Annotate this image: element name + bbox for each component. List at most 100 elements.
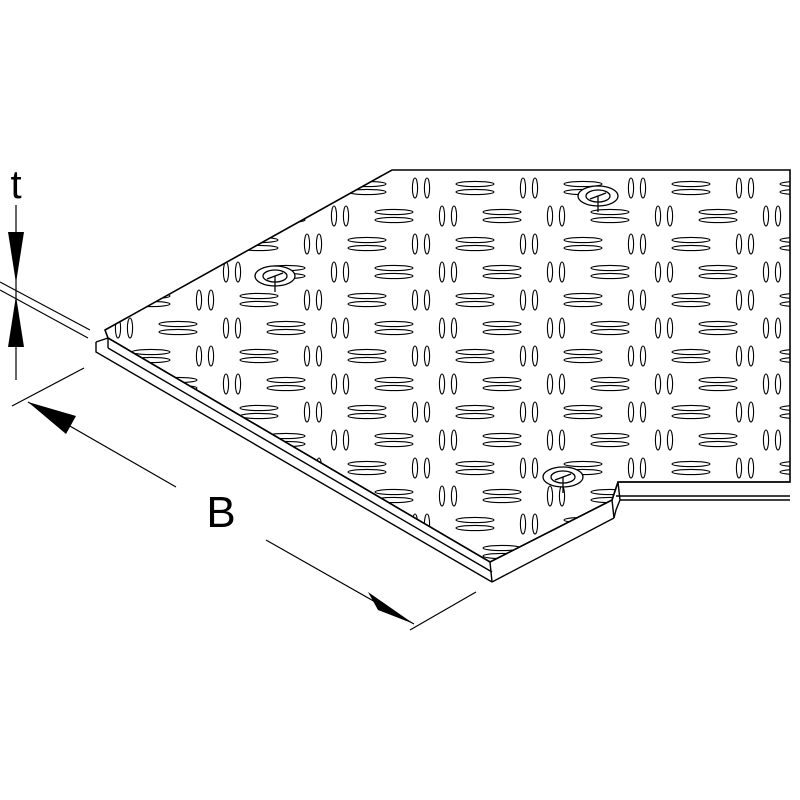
tread-rib: [482, 432, 522, 448]
tread-rib: [483, 153, 521, 166]
screw-left: [254, 265, 296, 292]
tread-rib: [374, 544, 414, 560]
tread-rib: [698, 544, 738, 560]
tread-rib: [779, 516, 790, 532]
tread-rib: [627, 513, 647, 535]
tread-rib: [51, 209, 89, 222]
tread-rib: [411, 289, 431, 311]
tread-rib: [482, 488, 522, 504]
tread-rib: [303, 401, 323, 423]
tread-rib: [654, 373, 674, 395]
tread-rib: [412, 570, 429, 590]
tread-rib: [482, 376, 522, 392]
tread-rib: [779, 348, 790, 364]
tread-rib: [519, 177, 539, 199]
tread-rib: [438, 170, 458, 171]
thickness-arrow-up: [8, 296, 24, 347]
screw-top-right: [577, 185, 619, 212]
tread-rib: [158, 208, 198, 224]
tread-rib: [455, 348, 495, 364]
tread-rib: [519, 345, 539, 367]
tread-rib: [699, 153, 737, 166]
tread-rib: [347, 516, 387, 532]
tread-rib: [266, 320, 306, 336]
thickness-arrow-down: [8, 232, 24, 283]
tread-rib: [519, 457, 539, 479]
tread-rib: [196, 570, 213, 590]
tread-rib: [195, 345, 215, 367]
tread-rib: [411, 401, 431, 423]
tread-rib: [735, 513, 755, 535]
tread-rib: [671, 404, 711, 420]
tread-rib: [779, 180, 790, 196]
tread-rib: [131, 180, 171, 196]
tread-rib: [347, 404, 387, 420]
tread-rib: [438, 205, 458, 227]
tread-rib: [455, 236, 495, 252]
tread-rib: [438, 485, 458, 507]
tread-rib: [51, 265, 89, 278]
width-label: B: [206, 488, 235, 537]
tread-rib: [303, 177, 323, 199]
tread-rib: [627, 457, 647, 479]
tread-rib: [105, 513, 107, 535]
cover-plate: [51, 153, 800, 590]
tread-rib: [654, 317, 674, 339]
width-extension-left: [11, 367, 85, 407]
tread-rib: [239, 292, 279, 308]
tread-rib: [546, 205, 566, 227]
tread-rib: [735, 177, 755, 199]
tread-rib: [671, 460, 711, 476]
tread-rib: [222, 373, 242, 395]
tread-rib: [303, 513, 323, 535]
tread-rib: [627, 177, 647, 199]
plate-front-edge: [95, 337, 493, 583]
tread-rib: [375, 153, 413, 166]
tread-rib: [114, 261, 134, 283]
tread-rib: [158, 544, 198, 560]
tread-rib: [455, 460, 495, 476]
width-arrow-left: [28, 402, 76, 434]
tread-rib: [239, 180, 279, 196]
tread-rib: [222, 170, 242, 171]
tread-rib: [132, 573, 170, 586]
tread-rib: [762, 541, 782, 562]
tread-rib: [266, 488, 306, 504]
tread-rib: [330, 205, 350, 227]
tread-rib: [698, 432, 738, 448]
tread-rib: [563, 404, 603, 420]
tread-rib: [195, 289, 215, 311]
tread-rib: [330, 541, 350, 562]
tread-rib: [546, 261, 566, 283]
tread-rib: [519, 513, 539, 535]
tread-rib: [654, 205, 674, 227]
tread-rib: [671, 292, 711, 308]
tread-rib: [88, 570, 105, 590]
tread-rib: [114, 541, 134, 562]
tread-rib: [114, 373, 134, 395]
tread-rib: [654, 170, 674, 171]
tread-rib: [438, 317, 458, 339]
tread-rib: [455, 516, 495, 532]
tread-rib: [780, 573, 800, 586]
tread-rib: [590, 432, 630, 448]
tread-rib: [482, 208, 522, 224]
tread-rib: [195, 233, 215, 255]
tread-rib: [222, 205, 242, 227]
tread-rib: [627, 401, 647, 423]
tread-rib: [105, 233, 107, 255]
tread-rib: [266, 376, 306, 392]
tread-rib: [374, 208, 414, 224]
tread-rib: [627, 289, 647, 311]
tread-rib: [195, 177, 215, 199]
tread-rib: [455, 292, 495, 308]
tread-rib: [590, 264, 630, 280]
tread-rib: [347, 236, 387, 252]
screw-bottom: [542, 466, 584, 493]
tread-rib: [51, 377, 89, 390]
tread-rib: [438, 429, 458, 451]
tread-rib: [330, 317, 350, 339]
tread-rib: [114, 205, 134, 227]
tread-rib: [330, 429, 350, 451]
